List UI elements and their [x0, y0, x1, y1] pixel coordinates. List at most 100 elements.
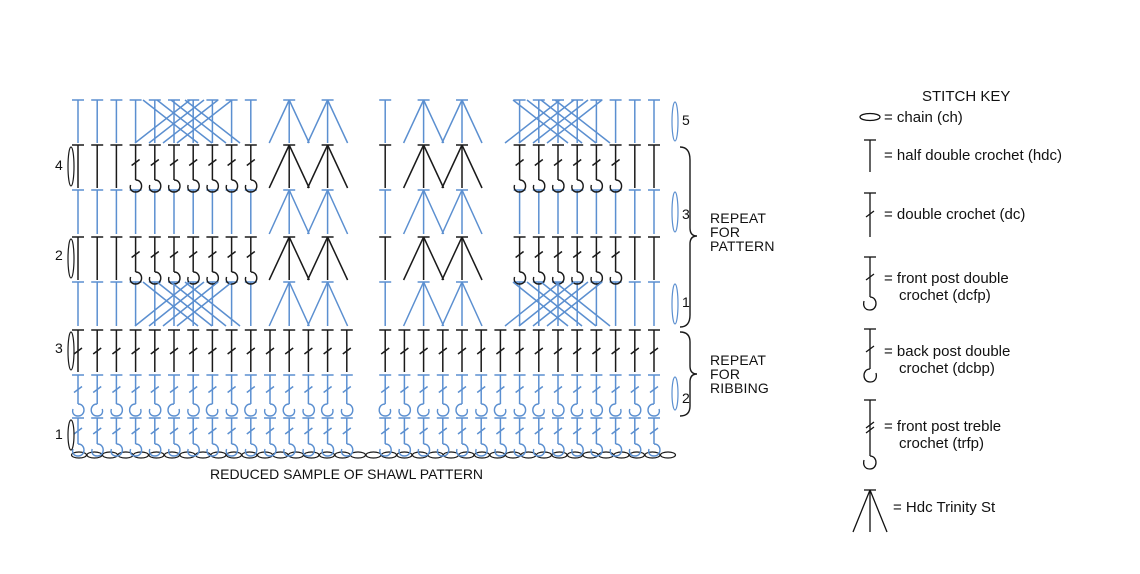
- dc-stitch-bar: [495, 385, 505, 394]
- post-stitch-hook: [90, 403, 104, 417]
- dc-stitch-bar: [111, 385, 121, 394]
- dc-stitch-bar: [265, 385, 275, 394]
- dc-stitch-bar: [265, 347, 275, 355]
- chain-stitch: [101, 451, 119, 459]
- cable-cross: [176, 99, 233, 144]
- dc-stitch-bar: [476, 427, 486, 435]
- post-stitch-hook: [110, 443, 124, 457]
- dc-stitch-bar: [227, 427, 237, 435]
- post-stitch-hook: [148, 443, 162, 457]
- dc-stitch-bar: [342, 347, 352, 355]
- dc-stitch-bar: [534, 347, 544, 355]
- post-stitch-hook: [455, 443, 469, 457]
- chain-stitch: [659, 451, 677, 459]
- dc-stitch-bar: [419, 385, 429, 394]
- dc-stitch-bar: [572, 158, 582, 167]
- key-item-dc: = double crochet (dc): [884, 206, 1025, 223]
- post-stitch-hook: [206, 179, 220, 193]
- cable-cross: [540, 281, 597, 327]
- dc-stitch-bar: [284, 385, 294, 394]
- post-stitch-hook: [340, 443, 354, 457]
- row-number-left-3: 3: [55, 340, 63, 356]
- dc-stitch-bar: [419, 427, 429, 435]
- key-hdc-trinity-text: = Hdc Trinity St: [893, 499, 996, 516]
- crochet-chart: [67, 99, 698, 459]
- dc-stitch-bar: [303, 427, 313, 435]
- dc-stitch-bar: [303, 347, 313, 355]
- row-number-left-2: 2: [55, 247, 63, 263]
- cable-cross: [176, 281, 233, 327]
- dc-stitch-bar: [150, 427, 160, 435]
- dc-stitch-bar: [649, 347, 659, 355]
- post-stitch-hook: [283, 443, 296, 457]
- dc-stitch-bar: [515, 158, 525, 167]
- cable-cross: [170, 99, 227, 144]
- repeat-for-pattern-label: REPEAT FOR PATTERN: [710, 211, 775, 253]
- dc-stitch-bar: [323, 385, 333, 394]
- post-stitch-hook: [110, 403, 124, 417]
- trinity-leg: [402, 144, 425, 189]
- trinity-leg: [461, 189, 483, 235]
- dc-stitch-bar: [534, 427, 544, 435]
- post-stitch-hook: [475, 403, 488, 417]
- dc-stitch-bar: [150, 158, 160, 167]
- dc-stitch-bar: [265, 427, 275, 435]
- cable-cross: [148, 99, 205, 144]
- dc-stitch-bar: [207, 250, 217, 259]
- post-stitch-hook: [513, 403, 527, 417]
- key-dcbp-text-1: = back post double: [884, 343, 1011, 360]
- key-item-dcbp: = back post double crochet (dcbp): [884, 343, 1010, 377]
- post-stitch-hook: [609, 443, 623, 457]
- post-stitch-hook: [494, 443, 508, 457]
- cable-cross: [512, 99, 569, 144]
- post-stitch-hook: [244, 443, 258, 457]
- dc-stitch-bar: [227, 347, 237, 355]
- key-hdc-text: = half double crochet (hdc): [884, 147, 1063, 164]
- dc-stitch-bar: [476, 385, 486, 394]
- row-number-right-1: 1: [682, 294, 690, 310]
- key-item-hdc: = half double crochet (hdc): [884, 147, 1062, 164]
- post-stitch-hook: [513, 271, 527, 285]
- dc-stitch-bar: [438, 385, 448, 394]
- dc-stitch-bar: [227, 158, 237, 167]
- trinity-leg: [402, 281, 425, 327]
- trinity-leg: [306, 144, 329, 189]
- post-stitch-hook: [244, 403, 257, 417]
- dc-stitch-bar: [323, 347, 333, 355]
- dc-stitch-bar: [284, 427, 294, 435]
- dc-stitch-bar: [246, 427, 256, 435]
- cable-cross: [546, 99, 603, 144]
- dc-stitch-bar: [227, 250, 237, 259]
- trinity-leg: [422, 144, 445, 189]
- trinity-leg: [288, 189, 310, 235]
- dc-stitch-bar: [515, 250, 525, 259]
- row-number-left-1: 1: [55, 426, 63, 442]
- repeat-ribbing-bracket: [679, 331, 698, 417]
- post-stitch-hook: [551, 403, 565, 417]
- post-stitch-hook: [263, 403, 277, 417]
- post-stitch-hook: [571, 271, 584, 285]
- dc-stitch-bar: [131, 385, 141, 394]
- dc-icon: [864, 192, 876, 237]
- dc-stitch-bar: [284, 347, 294, 355]
- post-stitch-hook: [436, 443, 450, 457]
- post-stitch-hook: [225, 271, 239, 285]
- cable-cross: [504, 281, 561, 327]
- post-stitch-hook: [320, 403, 334, 417]
- turning-chain: [671, 101, 679, 142]
- dc-stitch-bar: [572, 250, 582, 259]
- dc-stitch-bar: [438, 347, 448, 355]
- dc-stitch-bar: [188, 250, 198, 259]
- trinity-leg: [288, 281, 310, 327]
- post-stitch-hook: [628, 403, 642, 417]
- trinity-leg: [441, 281, 463, 327]
- key-item-hdc-trinity: = Hdc Trinity St: [893, 499, 995, 516]
- repeat-pattern-line-3: PATTERN: [710, 238, 775, 254]
- turning-chain: [671, 191, 679, 233]
- repeat-ribbing-line-3: RIBBING: [710, 380, 769, 396]
- dc-stitch-bar: [591, 427, 601, 435]
- turning-chain: [67, 419, 75, 451]
- dc-stitch-bar: [457, 385, 467, 394]
- dc-stitch-bar: [630, 347, 640, 355]
- trinity-leg: [461, 99, 483, 144]
